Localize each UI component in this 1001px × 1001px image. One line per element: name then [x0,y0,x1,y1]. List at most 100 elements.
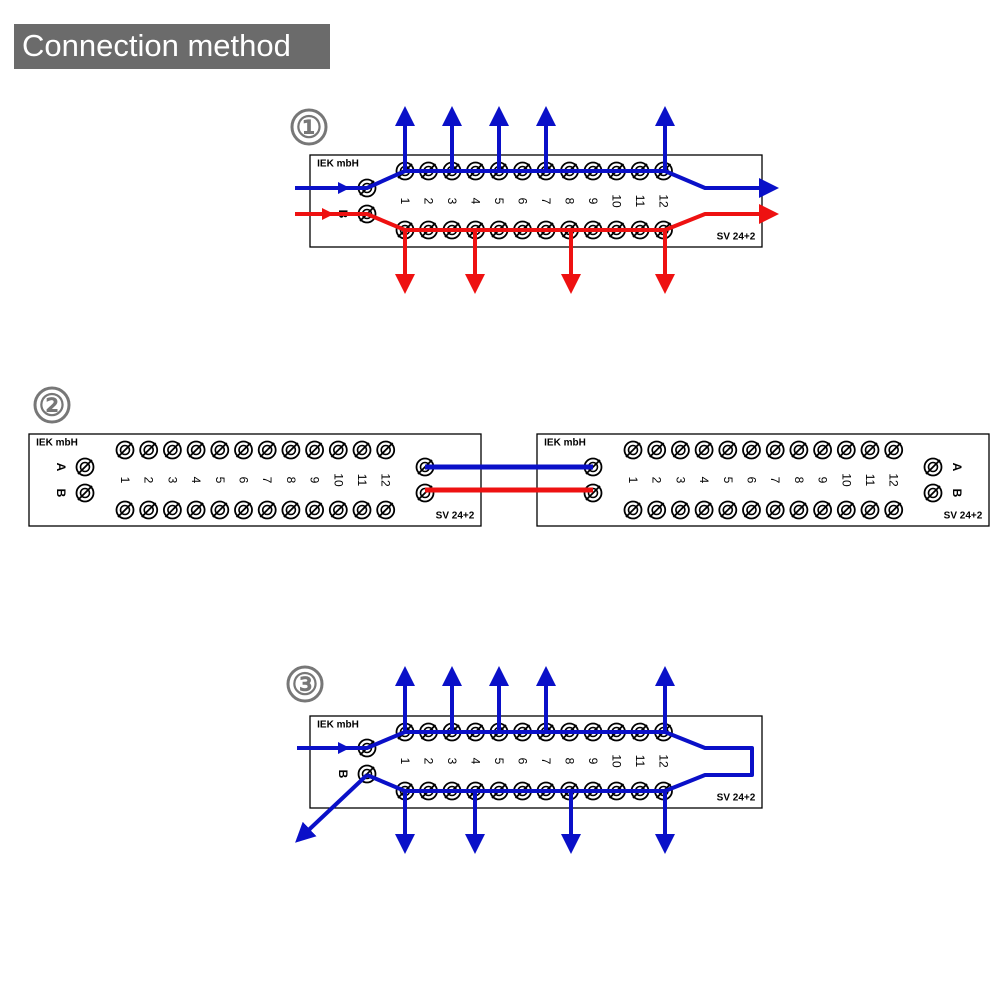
terminal-number-2: 2 [422,198,436,205]
screw-inner [190,504,202,516]
terminal-top-5 [718,440,738,460]
board-outline [536,433,990,527]
blue-bus-step1 [295,169,779,198]
screw-inner [356,444,368,456]
screw-slot [672,502,689,518]
bridge-b-right [583,483,603,503]
screw-inner [167,504,178,516]
terminal-top-11 [352,440,372,460]
screw-slot [354,502,370,518]
screw-slot [330,442,346,458]
screw-inner [332,504,344,516]
bridge-b-left [415,483,435,503]
screw-inner [627,444,639,456]
terminal-bottom-10 [836,500,856,520]
screw-slot [259,442,275,458]
terminal-number-1: 1 [626,477,640,484]
terminal-top-1 [115,440,135,460]
terminal-number-8: 8 [563,198,577,205]
terminal-top-6 [234,440,253,460]
terminal-top-11 [860,440,880,460]
terminal-bottom-7 [765,500,785,520]
terminal-number-1: 1 [118,477,132,484]
terminal-number-3: 3 [673,477,687,484]
screw-slot [117,442,133,458]
label-a: A [54,463,68,472]
wires-step1 [295,169,779,232]
step-label: ③ [292,669,319,702]
terminal-bottom-2 [647,500,667,520]
terminal-top-3 [671,440,690,460]
terminal-a [923,457,943,477]
terminal-number-7: 7 [768,477,782,484]
board-maker-label: IEK mbH [317,720,359,731]
screw-slot [585,485,601,501]
terminal-bottom-11 [352,500,372,520]
screw-inner [698,504,710,516]
screw-slot [77,459,93,475]
screw-inner [285,504,297,516]
screw-inner [79,487,91,499]
screw-inner [214,504,226,516]
terminal-number-8: 8 [563,758,577,765]
blue-input-arrow-step3 [338,742,350,754]
screw-slot [814,502,831,518]
screw-inner [261,504,273,516]
screw-slot [838,442,854,458]
screw-inner [864,444,876,456]
screw-inner [190,444,202,456]
terminal-bottom-1 [623,500,643,520]
board-outline [309,154,763,248]
terminal-number-7: 7 [539,198,553,205]
terminal-number-12: 12 [657,194,671,208]
terminal-number-2: 2 [422,758,436,765]
terminal-bottom-6 [234,500,253,520]
wires-step2 [415,457,603,503]
screw-inner [285,444,297,456]
screw-inner [864,504,876,516]
screw-slot [720,502,736,518]
terminal-bottom-9 [813,500,832,520]
terminal-top-12 [376,440,396,460]
screw-inner [840,444,852,456]
screw-slot [259,502,275,518]
screw-inner [927,461,939,473]
terminal-top-1 [623,440,643,460]
screw-slot [283,502,299,518]
terminal-top-8 [789,440,809,460]
blue-exit-arrow-step3 [295,773,369,843]
screw-slot [767,502,783,518]
terminal-bottom-10 [328,500,348,520]
page-title: Connection method [22,28,291,63]
terminal-top-2 [647,440,667,460]
terminal-number-11: 11 [633,195,647,208]
terminal-bottom-1 [115,500,135,520]
terminal-number-6: 6 [237,477,251,484]
screw-slot [354,442,370,458]
terminal-top-4 [694,440,714,460]
terminal-number-12: 12 [379,473,393,487]
screw-inner [722,504,734,516]
wires-step3 [295,730,754,843]
terminal-number-12: 12 [887,473,901,487]
terminal-number-5: 5 [721,477,735,484]
terminal-bottom-4 [186,500,206,520]
terminal-number-11: 11 [633,755,647,768]
screw-inner [651,444,663,456]
screw-inner [927,487,939,499]
screw-slot [235,502,252,518]
terminal-top-8 [281,440,301,460]
terminal-number-4: 4 [469,198,483,205]
blue-input-arrow [338,182,350,194]
screw-inner [79,461,91,473]
terminal-bottom-5 [210,500,230,520]
terminal-top-6 [742,440,761,460]
screw-slot [306,502,323,518]
terminal-number-10: 10 [331,473,345,487]
screw-inner [675,504,686,516]
terminal-number-6: 6 [745,477,759,484]
screw-slot [791,502,807,518]
terminal-number-11: 11 [355,474,369,487]
